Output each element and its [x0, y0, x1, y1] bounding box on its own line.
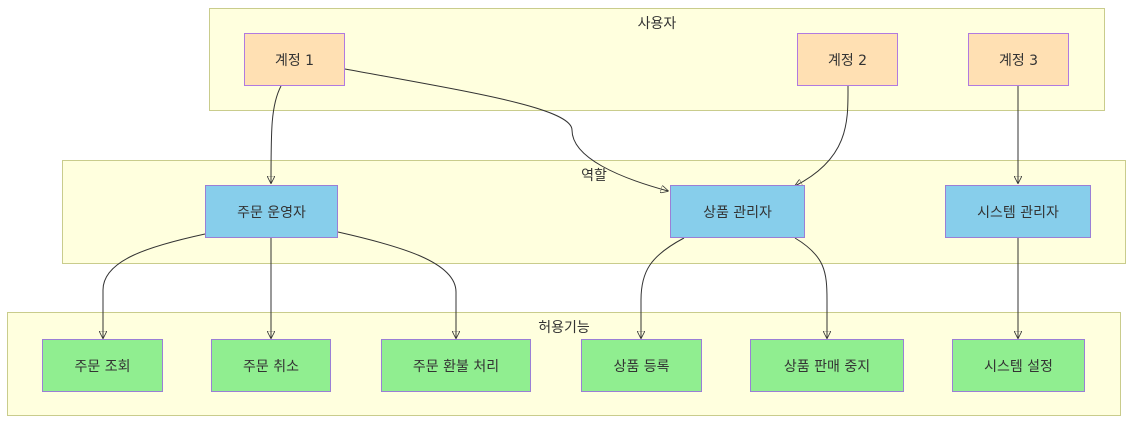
order-cancel-node[interactable]: 주문 취소	[211, 339, 331, 392]
product-register-node[interactable]: 상품 등록	[581, 339, 702, 392]
order-refund-label: 주문 환불 처리	[412, 358, 500, 375]
order-cancel-label: 주문 취소	[243, 358, 299, 375]
account-2-node[interactable]: 계정 2	[797, 33, 898, 86]
product-manager-label: 상품 관리자	[703, 204, 772, 221]
account-3-label: 계정 3	[998, 52, 1039, 69]
system-admin-label: 시스템 관리자	[977, 204, 1059, 221]
account-1-node[interactable]: 계정 1	[244, 33, 345, 86]
permissions-group-title: 허용기능	[538, 320, 590, 336]
order-view-node[interactable]: 주문 조회	[42, 339, 163, 392]
order-refund-node[interactable]: 주문 환불 처리	[381, 339, 531, 392]
product-register-label: 상품 등록	[613, 358, 670, 375]
system-settings-label: 시스템 설정	[984, 358, 1053, 375]
account-3-node[interactable]: 계정 3	[968, 33, 1069, 86]
roles-group-title: 역할	[581, 168, 607, 184]
order-operator-node[interactable]: 주문 운영자	[205, 185, 338, 238]
order-operator-label: 주문 운영자	[237, 204, 306, 221]
system-settings-node[interactable]: 시스템 설정	[952, 339, 1085, 392]
order-view-label: 주문 조회	[74, 358, 131, 375]
account-1-label: 계정 1	[274, 52, 315, 69]
system-admin-node[interactable]: 시스템 관리자	[945, 185, 1091, 238]
account-2-label: 계정 2	[827, 52, 868, 69]
product-manager-node[interactable]: 상품 관리자	[670, 185, 805, 238]
users-group-title: 사용자	[637, 16, 677, 32]
product-suspend-label: 상품 판매 중지	[783, 358, 871, 375]
product-suspend-node[interactable]: 상품 판매 중지	[750, 339, 904, 392]
